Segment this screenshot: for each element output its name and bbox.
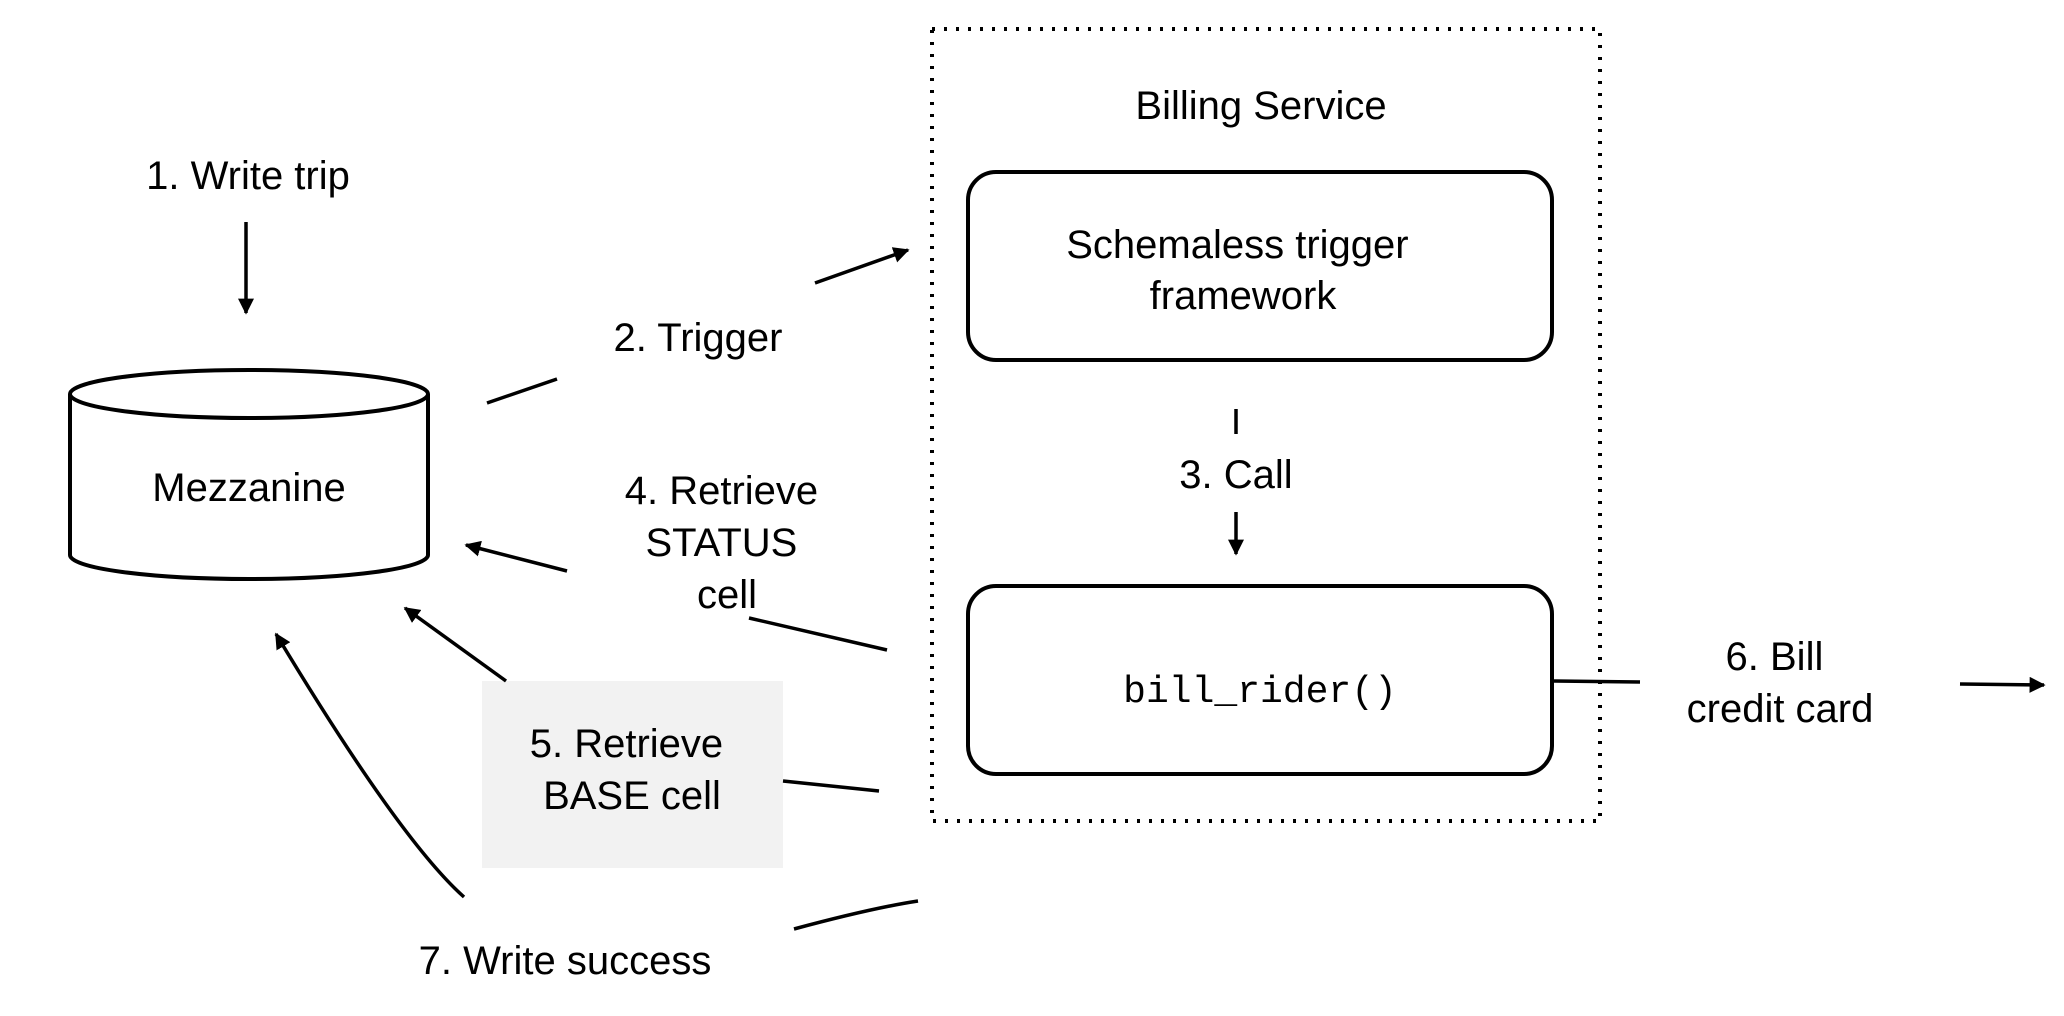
step-write-trip-label: 1. Write trip [146,154,350,198]
mezzanine-label: Mezzanine [152,466,345,510]
step-write-success-label: 7. Write success [419,939,712,983]
step-retrieve-status-label: 4. Retrieve STATUS cell [625,469,830,617]
trigger-arrow-upper [814,247,910,285]
retrieve-status-line3: cell [697,573,757,617]
trigger-framework-label-line1: Schemaless trigger [1066,223,1408,267]
mezzanine-database-icon [68,368,430,581]
trigger-framework-box [966,170,1554,362]
retrieve-base-highlight-box [482,681,783,868]
retrieve-status-line1: 4. Retrieve [625,469,818,513]
step-call-label: 3. Call [1179,453,1292,497]
billing-service-title: Billing Service [1135,84,1386,128]
trigger-line-lower [486,377,558,405]
bill-card-line1: 6. Bill [1726,635,1824,679]
step-retrieve-base-label: 5. Retrieve BASE cell [530,722,735,818]
step-bill-card-label: 6. Bill credit card [1687,635,1874,731]
bill-card-line2: credit card [1687,687,1874,731]
bill-rider-box [966,584,1554,776]
retrieve-status-arrow-upper [464,540,568,573]
retrieve-status-line2: STATUS [646,521,798,565]
bill-card-line [1553,679,1641,684]
retrieve-base-arrow-left [403,606,508,683]
bill-rider-label: bill_rider() [1123,671,1397,714]
retrieve-base-line1: 5. Retrieve [530,722,723,766]
retrieve-status-line-lower [748,616,888,652]
bill-card-arrow [1959,676,2046,693]
step-trigger-label: 2. Trigger [614,316,783,360]
trigger-framework-label-line2: framework [1150,274,1338,318]
write-success-line-right [793,899,919,931]
retrieve-base-line2: BASE cell [543,774,721,818]
write-success-arrow-left [274,632,466,899]
trigger-framework-label: Schemaless trigger framework [1066,223,1420,318]
retrieve-base-line-right [782,779,880,793]
